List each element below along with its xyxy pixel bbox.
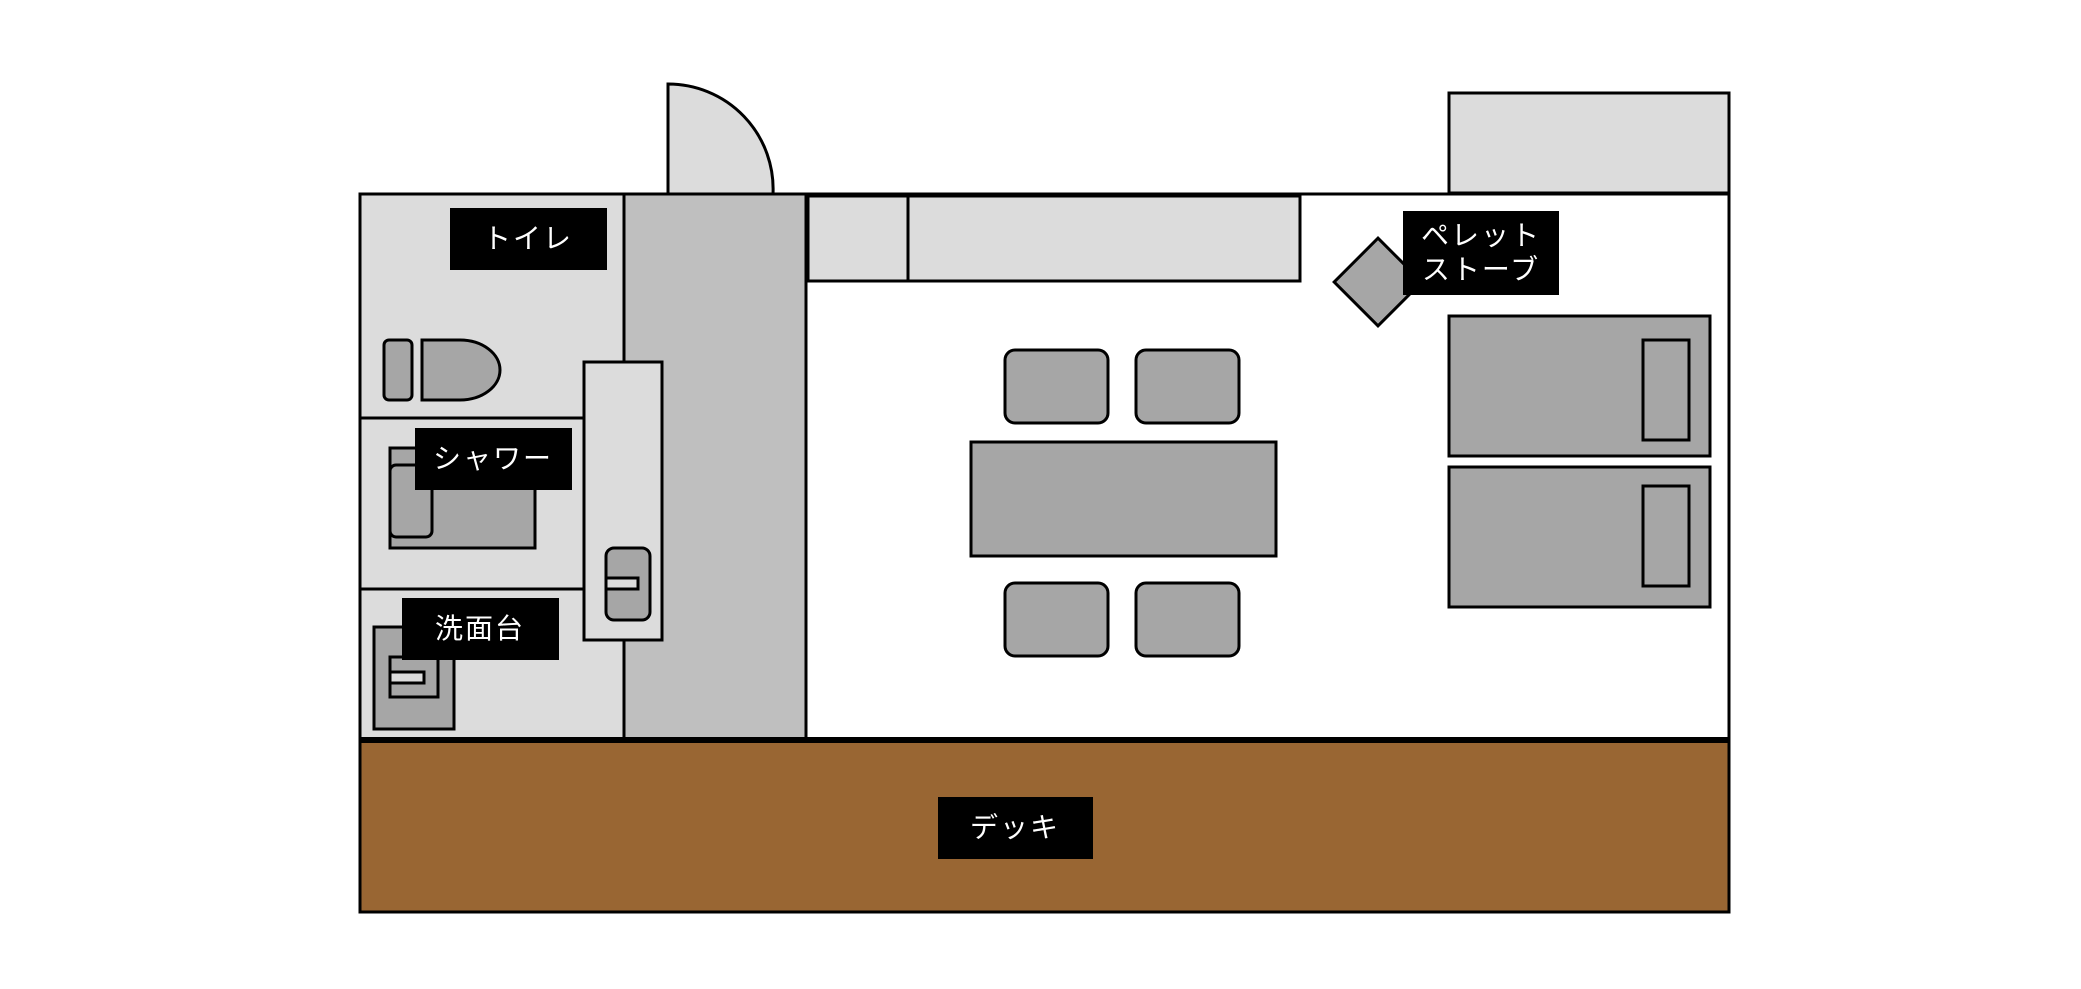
dining-table bbox=[969, 440, 1278, 558]
label-deck: デッキ bbox=[938, 797, 1093, 859]
bed-1-pillow bbox=[1641, 338, 1691, 442]
label-pellet-stove: ペレット ストーブ bbox=[1403, 211, 1559, 295]
label-toilet: トイレ bbox=[450, 208, 607, 270]
washbasin-faucet bbox=[388, 670, 426, 685]
label-shower-text: シャワー bbox=[433, 442, 553, 475]
toilet-bowl bbox=[420, 338, 502, 402]
label-washbasin-text: 洗面台 bbox=[435, 612, 525, 645]
dining-chair-1 bbox=[1003, 348, 1110, 425]
label-pellet-stove-line2: ストーブ bbox=[1422, 253, 1540, 286]
kitchen-faucet bbox=[604, 576, 640, 591]
dining-chair-3 bbox=[1003, 581, 1110, 658]
label-toilet-text: トイレ bbox=[483, 222, 573, 255]
label-deck-text: デッキ bbox=[970, 811, 1060, 844]
dining-chair-4 bbox=[1134, 581, 1241, 658]
cabinet-long bbox=[906, 194, 1302, 283]
bed-2-pillow bbox=[1641, 484, 1691, 588]
entrance-door bbox=[666, 82, 775, 196]
label-shower: シャワー bbox=[415, 428, 572, 490]
label-washbasin: 洗面台 bbox=[402, 598, 559, 660]
label-pellet-stove-line1: ペレット bbox=[1421, 219, 1541, 252]
toilet-tank bbox=[382, 338, 414, 402]
pellet-stove bbox=[1332, 236, 1424, 328]
dining-chair-2 bbox=[1134, 348, 1241, 425]
outdoor-box bbox=[1447, 91, 1731, 195]
cabinet-small bbox=[806, 194, 910, 283]
